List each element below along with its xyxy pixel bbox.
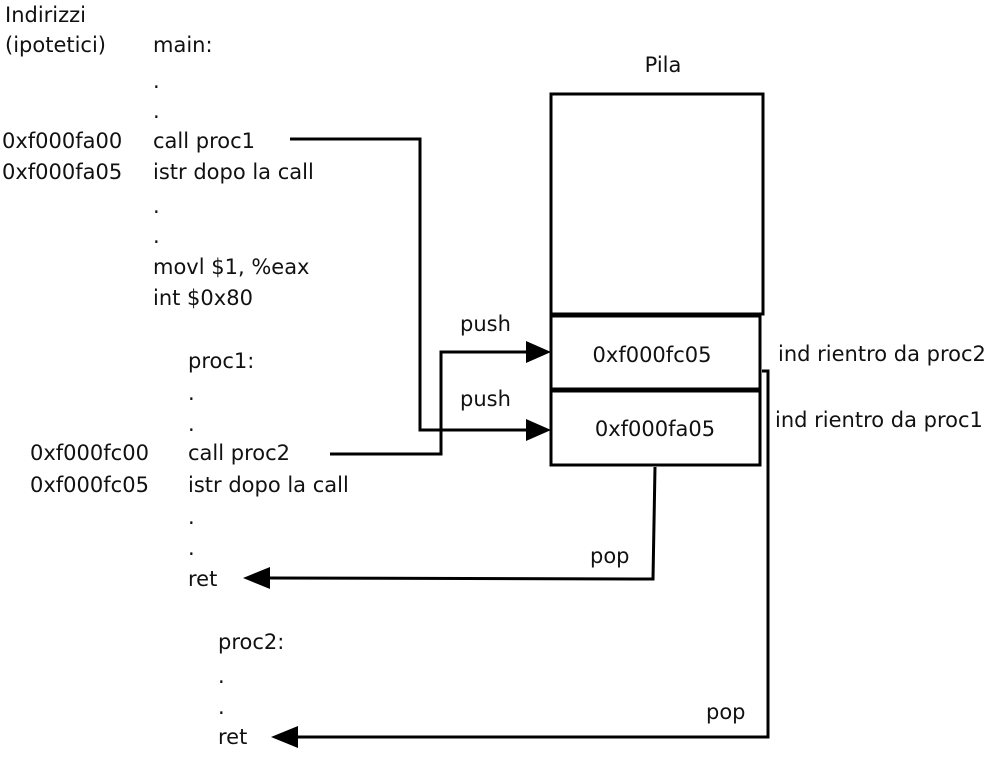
main-instruction-after-call: istr dopo la call (153, 160, 314, 184)
push-label-lower: push (460, 387, 511, 411)
stack-empty-area (549, 92, 765, 316)
push-arrow-proc1 (290, 137, 528, 432)
stack-cell-upper (549, 314, 762, 391)
push-arrow-proc2 (330, 350, 528, 456)
pop-arrow-proc1-ret (267, 466, 657, 581)
proc1-address-1: 0xf000fc00 (30, 441, 149, 465)
main-dot-3: . (153, 194, 160, 218)
main-instruction-movl: movl $1, %eax (153, 255, 310, 279)
pop-arrow-proc2-ret (296, 369, 770, 739)
push-arrow-proc1-head (526, 419, 551, 441)
proc2-dot-1: . (218, 664, 225, 688)
proc1-instruction-call-proc2: call proc2 (188, 441, 290, 465)
stack-cell-lower (549, 389, 762, 467)
proc2-dot-2: . (218, 695, 225, 719)
main-address-2: 0xf000fa05 (2, 160, 122, 184)
push-label-upper: push (460, 312, 511, 336)
stack-title: Pila (645, 53, 682, 77)
proc1-listing: proc1: . . 0xf000fc00 call proc2 0xf000f… (30, 349, 349, 591)
proc2-listing: proc2: . . ret (218, 630, 284, 749)
stack-cell-value-lower: 0xf000fa05 (595, 417, 715, 441)
stack-annotation-proc1: ind rientro da proc1 (775, 408, 983, 432)
proc1-label: proc1: (188, 349, 254, 373)
stack-annotation-proc2: ind rientro da proc2 (778, 342, 986, 366)
addresses-header-line2: (ipotetici) (5, 33, 106, 57)
main-instruction-int: int $0x80 (153, 286, 253, 310)
stack: Pila 0xf000fc05 0xf000fa05 ind rientro d… (549, 53, 986, 467)
pop-label-upper: pop (590, 544, 630, 568)
stack-cell-value-upper: 0xf000fc05 (593, 343, 712, 367)
proc1-dot-3: . (188, 505, 195, 529)
main-listing: main: . . 0xf000fa00 call proc1 0xf000fa… (2, 33, 314, 310)
arrows: push push pop pop (243, 137, 770, 748)
main-dot-2: . (153, 99, 160, 123)
proc1-instruction-after-call: istr dopo la call (188, 473, 349, 497)
main-instruction-call-proc1: call proc1 (153, 129, 255, 153)
push-arrow-proc2-head (526, 341, 551, 363)
proc1-address-2: 0xf000fc05 (30, 473, 149, 497)
pop-arrow-proc2-ret-head (271, 726, 298, 748)
pop-label-lower: pop (706, 700, 746, 724)
main-dot-1: . (153, 69, 160, 93)
pop-arrow-proc1-ret-head (243, 567, 270, 589)
proc1-ret: ret (188, 567, 217, 591)
addresses-header-line1: Indirizzi (5, 3, 86, 27)
proc1-dot-4: . (188, 536, 195, 560)
proc1-dot-1: . (188, 381, 195, 405)
main-address-1: 0xf000fa00 (2, 129, 122, 153)
proc2-label: proc2: (218, 630, 284, 654)
main-label: main: (153, 33, 213, 57)
main-dot-4: . (153, 224, 160, 248)
proc1-dot-2: . (188, 412, 195, 436)
proc2-ret: ret (218, 725, 247, 749)
